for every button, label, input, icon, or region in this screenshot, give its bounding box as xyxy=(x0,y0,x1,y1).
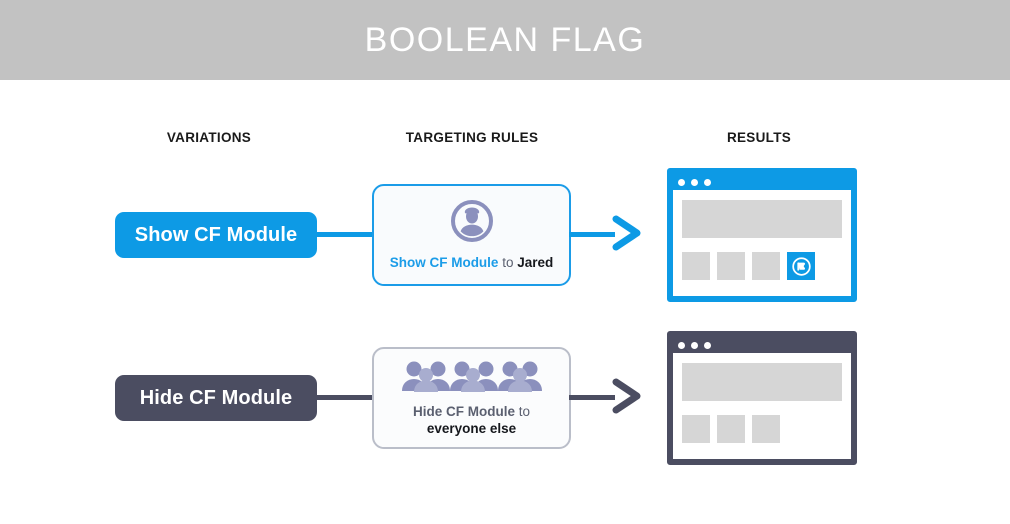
browser-content-area xyxy=(673,353,851,459)
variation-pill-hide-cf-module[interactable]: Hide CF Module xyxy=(115,375,317,421)
content-tile-cf-module[interactable] xyxy=(787,252,815,280)
content-tile xyxy=(682,252,710,280)
result-browser-window-show xyxy=(667,168,857,302)
result-browser-window-hide xyxy=(667,331,857,465)
browser-content-area xyxy=(673,190,851,296)
window-dot-icon xyxy=(691,341,698,349)
column-header-variations: VARIATIONS xyxy=(166,130,252,145)
rule-text-target: everyone else xyxy=(426,420,517,436)
window-dot-icon xyxy=(691,178,698,186)
variation-pill-show-cf-module[interactable]: Show CF Module xyxy=(115,212,317,258)
content-tile xyxy=(682,415,710,443)
column-header-targeting-rules: TARGETING RULES xyxy=(405,130,539,145)
rule-text-target: Jared xyxy=(517,255,554,270)
connector-line-row1-pill-to-card xyxy=(313,232,375,237)
variation-pill-label: Show CF Module xyxy=(134,223,298,246)
connector-line-row2-card-to-arrow xyxy=(569,395,615,400)
window-dot-icon xyxy=(678,341,685,349)
browser-titlebar xyxy=(673,174,851,190)
targeting-rule-text-row1: Show CF Module to Jared xyxy=(390,254,554,271)
content-tile xyxy=(752,415,780,443)
targeting-rule-card-hide-cf-module[interactable]: Hide CF Module to everyone else xyxy=(372,347,571,449)
window-dot-icon xyxy=(704,341,711,349)
content-tile-row xyxy=(682,252,842,280)
content-tile-row xyxy=(682,415,842,443)
targeting-rule-card-show-cf-module[interactable]: Show CF Module to Jared xyxy=(372,184,571,286)
window-dot-icon xyxy=(678,178,685,186)
crowd-of-people-icon xyxy=(401,360,542,397)
browser-titlebar xyxy=(673,337,851,353)
rule-text-connector: to xyxy=(502,255,514,270)
page-title: BOOLEAN FLAG xyxy=(364,20,646,59)
header-banner: BOOLEAN FLAG xyxy=(0,0,1010,80)
column-header-results: RESULTS xyxy=(726,130,792,145)
variation-pill-label: Hide CF Module xyxy=(139,386,293,409)
connector-line-row1-card-to-arrow xyxy=(569,232,615,237)
rule-text-primary: Hide CF Module xyxy=(412,403,515,419)
content-tile xyxy=(717,252,745,280)
feature-flag-icon xyxy=(791,256,811,276)
rule-text-primary: Show CF Module xyxy=(389,255,499,270)
content-tile xyxy=(717,415,745,443)
window-dot-icon xyxy=(704,178,711,186)
content-tile xyxy=(752,252,780,280)
arrow-row1 xyxy=(611,212,651,259)
rule-text-connector: to xyxy=(518,403,531,419)
targeting-rule-text-row2: Hide CF Module to everyone else xyxy=(413,403,530,437)
connector-line-row2-pill-to-card xyxy=(313,395,375,400)
single-person-icon xyxy=(450,199,494,248)
arrow-row2 xyxy=(611,375,651,422)
content-placeholder-block xyxy=(682,200,842,238)
content-placeholder-block xyxy=(682,363,842,401)
